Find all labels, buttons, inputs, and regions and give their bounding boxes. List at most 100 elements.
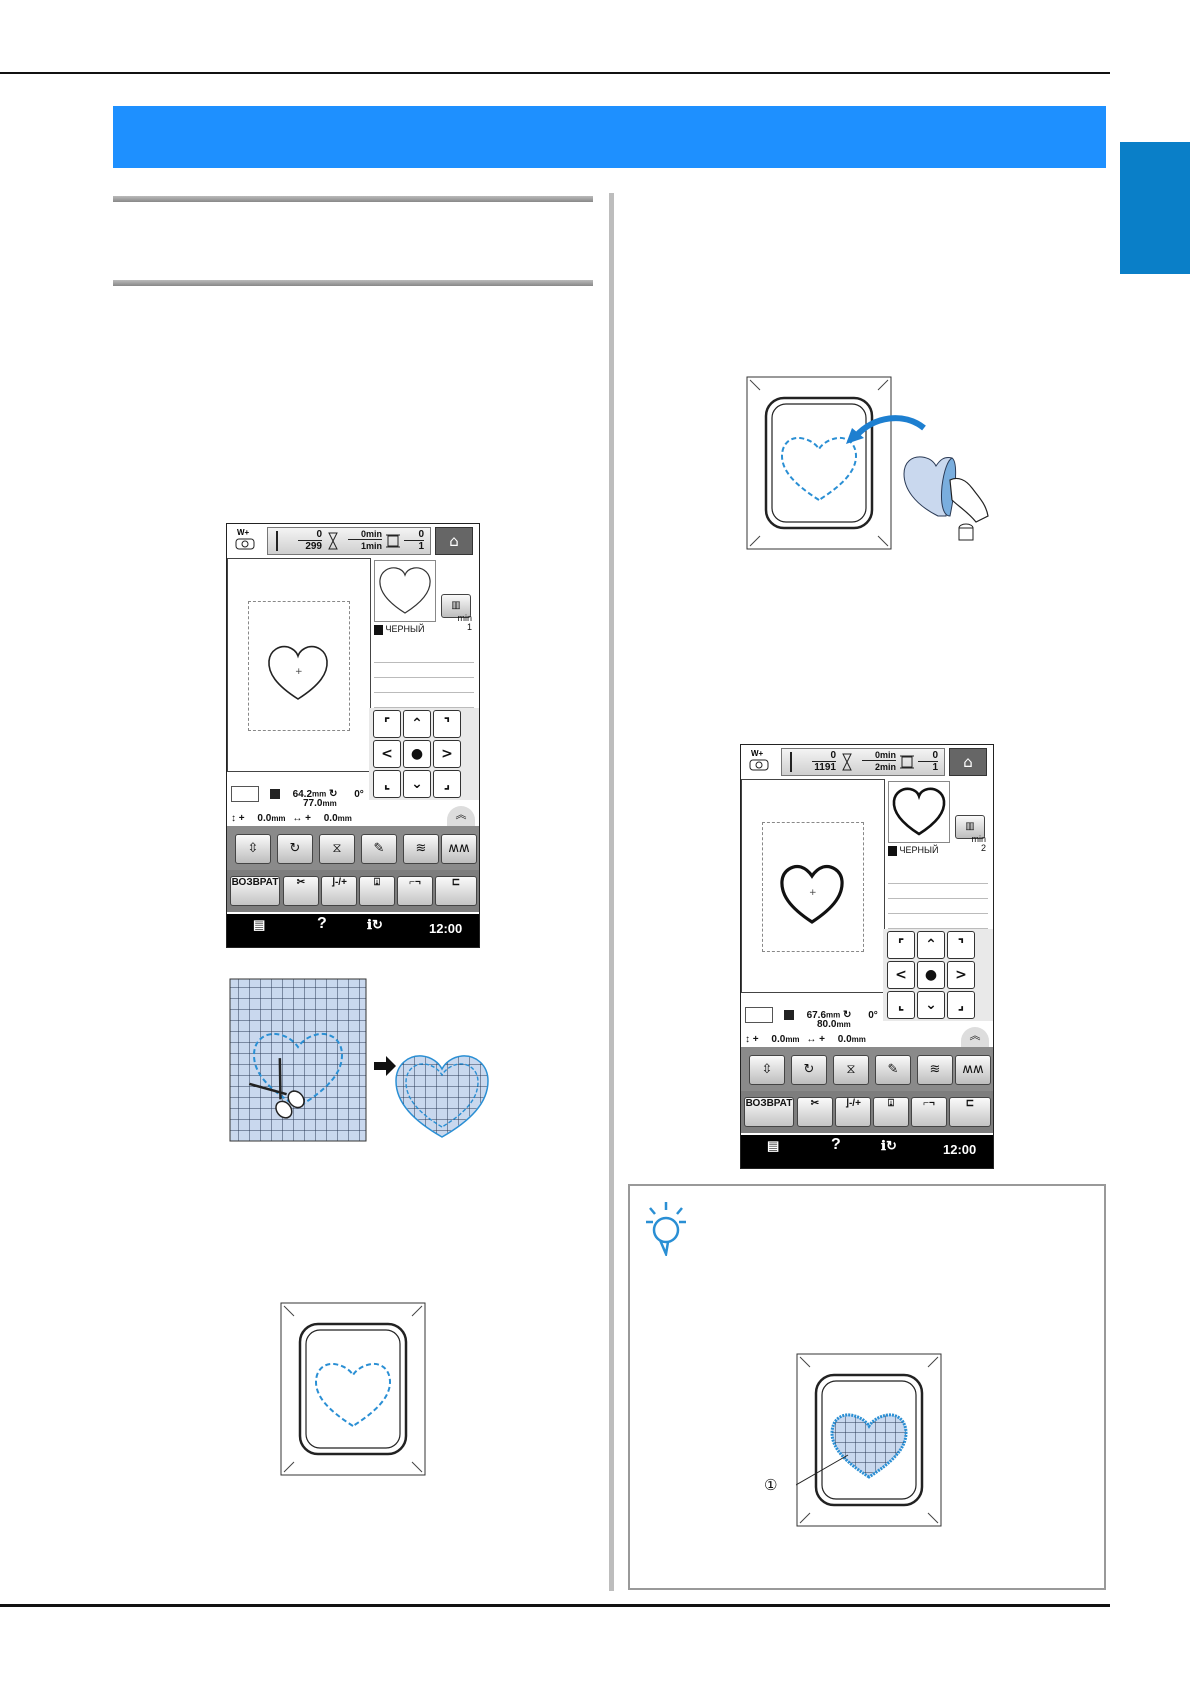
expand-toggle[interactable]: ︽ — [447, 806, 475, 826]
move-up-button[interactable]: ⌃ — [403, 710, 431, 738]
memory-button-2[interactable]: ⊏ — [949, 1097, 991, 1127]
home-button[interactable]: ⌂ — [435, 527, 473, 555]
memory-button[interactable]: ⊏ — [435, 876, 477, 906]
size-readout-2: 67.6mm ↻ 0° — [745, 1007, 878, 1023]
cut-button[interactable]: ✂ — [283, 876, 319, 906]
mirror-button-2[interactable]: ⧖ — [833, 1055, 869, 1085]
info-icon[interactable]: ℹ↻ — [367, 917, 383, 932]
heart-thumbnail-2 — [892, 787, 946, 836]
return-button[interactable]: ВОЗВРАТ — [230, 876, 280, 906]
rotate-button-2[interactable]: ↻ — [791, 1055, 827, 1085]
thread-tension-button-2[interactable]: ⌋-/+ — [835, 1097, 871, 1127]
hoop-icon — [231, 786, 259, 802]
move-down-button[interactable]: ⌄ — [403, 770, 431, 798]
pattern-display-button-2[interactable]: ▥ — [955, 815, 985, 839]
adhesive-backing — [941, 457, 957, 517]
return-label: ВОЗВРАТ — [231, 877, 279, 888]
width-unit: mm — [312, 789, 327, 799]
color-count-current-2: 0 — [918, 750, 938, 762]
trial-button[interactable]: ⍗ — [359, 876, 395, 906]
move-down-right-button[interactable]: ⌟ — [433, 770, 461, 798]
embroidery-hoop-2 — [764, 396, 874, 530]
home-button-2[interactable]: ⌂ — [949, 748, 987, 776]
horizontal-offset-icon-2: ↔ + — [806, 1034, 825, 1045]
stitched-heart-outline — [252, 1032, 344, 1109]
move-up-button-2[interactable]: ⌃ — [917, 931, 945, 959]
scissors-icon — [248, 1058, 305, 1119]
lightbulb-note-icon — [646, 1202, 686, 1256]
color-count-total: 1 — [418, 541, 424, 552]
fabric-wrinkles — [283, 1305, 423, 1473]
width-value-2: 67.6 — [806, 1009, 827, 1021]
height-unit-2: mm — [836, 1020, 851, 1029]
move-down-button-2[interactable]: ⌄ — [917, 991, 945, 1019]
manual-icon-2[interactable]: ▤ — [767, 1138, 780, 1153]
resize-icon: ⇳ — [247, 841, 259, 856]
move-down-left-button-2[interactable]: ⌞ — [887, 991, 915, 1019]
move-center-button[interactable]: ● — [403, 740, 431, 768]
move-left-button[interactable]: < — [373, 740, 401, 768]
angle-value-2: 0° — [868, 1009, 878, 1021]
offset-h-unit: mm — [337, 814, 352, 823]
help-button-2[interactable]: ? — [831, 1136, 841, 1153]
move-right-button-2[interactable]: > — [947, 961, 975, 989]
vertical-offset-icon: ↕ + — [231, 813, 245, 824]
color-count-total-2: 1 — [932, 762, 938, 773]
move-down-left-button[interactable]: ⌞ — [373, 770, 401, 798]
pattern-thumbnail — [374, 560, 436, 622]
svg-text:W+: W+ — [237, 528, 250, 537]
time-current-2: 0min — [862, 750, 896, 761]
chevron-up-icon-2: ︽ — [969, 1029, 981, 1042]
thread-tension-button[interactable]: ⌋-/+ — [321, 876, 357, 906]
move-down-right-button-2[interactable]: ⌟ — [947, 991, 975, 1019]
rotate-button[interactable]: ↻ — [277, 834, 313, 864]
function-toolbar: ВОЗВРАТ ✂ ⌋-/+ ⍗ ⌐¬ ⊏ — [227, 870, 479, 912]
frame-button[interactable]: ⌐¬ — [397, 876, 433, 906]
offset-h-value: 0.0 — [323, 813, 338, 824]
thread-button[interactable]: ≋ — [403, 834, 439, 864]
height-value: 77.0 — [303, 798, 323, 809]
thread-icon: ⌋-/+ — [331, 877, 347, 888]
trial-button-2[interactable]: ⍗ — [873, 1097, 909, 1127]
stitch-display-icon-2: ▥ — [965, 821, 975, 832]
size-icon-2 — [783, 1010, 794, 1020]
hoop-icon-2 — [745, 1007, 773, 1023]
needle-icon — [276, 531, 278, 551]
height-readout-2: 80.0mm — [817, 1019, 851, 1030]
move-up-right-button-2[interactable]: ⌝ — [947, 931, 975, 959]
clock: 12:00 — [429, 921, 463, 936]
expand-toggle-2[interactable]: ︽ — [961, 1027, 989, 1047]
help-button[interactable]: ? — [317, 915, 327, 932]
density-button[interactable]: ✎ — [361, 834, 397, 864]
move-left-button-2[interactable]: < — [887, 961, 915, 989]
move-pad: ⌜ ⌃ ⌝ < ● > ⌞ ⌄ ⌟ — [369, 708, 479, 800]
thread-button-2[interactable]: ≋ — [917, 1055, 953, 1085]
mirror-button[interactable]: ⧖ — [319, 834, 355, 864]
thread-list-lines-2 — [888, 869, 988, 929]
pattern-display-button[interactable]: ▥ — [441, 594, 471, 618]
move-up-left-button[interactable]: ⌜ — [373, 710, 401, 738]
info-icon-2[interactable]: ℹ↻ — [881, 1138, 897, 1153]
frame-button-2[interactable]: ⌐¬ — [911, 1097, 947, 1127]
move-up-right-button[interactable]: ⌝ — [433, 710, 461, 738]
manual-icon[interactable]: ▤ — [253, 917, 266, 932]
pencil-icon: ✎ — [373, 841, 385, 856]
heart-pattern-preview: + — [268, 645, 328, 700]
move-center-button-2[interactable]: ● — [917, 961, 945, 989]
embroidery-hoop — [298, 1322, 408, 1456]
pencil-icon-2: ✎ — [887, 1062, 899, 1077]
screen-header-2: W+ 0 1191 0min 2min 0 1 ⌂ — [741, 745, 993, 779]
subsection-bar-bottom — [113, 280, 593, 286]
offset-h-unit-2: mm — [851, 1035, 866, 1044]
resize-button-2[interactable]: ⇳ — [749, 1055, 785, 1085]
return-button-2[interactable]: ВОЗВРАТ — [744, 1097, 794, 1127]
move-right-button[interactable]: > — [433, 740, 461, 768]
thread-min-value: 1 — [466, 622, 472, 632]
cut-button-2[interactable]: ✂ — [797, 1097, 833, 1127]
stitch-button-2[interactable]: ʍʍ — [955, 1055, 991, 1085]
stitch-count-current: 0 — [298, 529, 322, 541]
move-up-left-button-2[interactable]: ⌜ — [887, 931, 915, 959]
resize-button[interactable]: ⇳ — [235, 834, 271, 864]
stitch-button[interactable]: ʍʍ — [441, 834, 477, 864]
density-button-2[interactable]: ✎ — [875, 1055, 911, 1085]
